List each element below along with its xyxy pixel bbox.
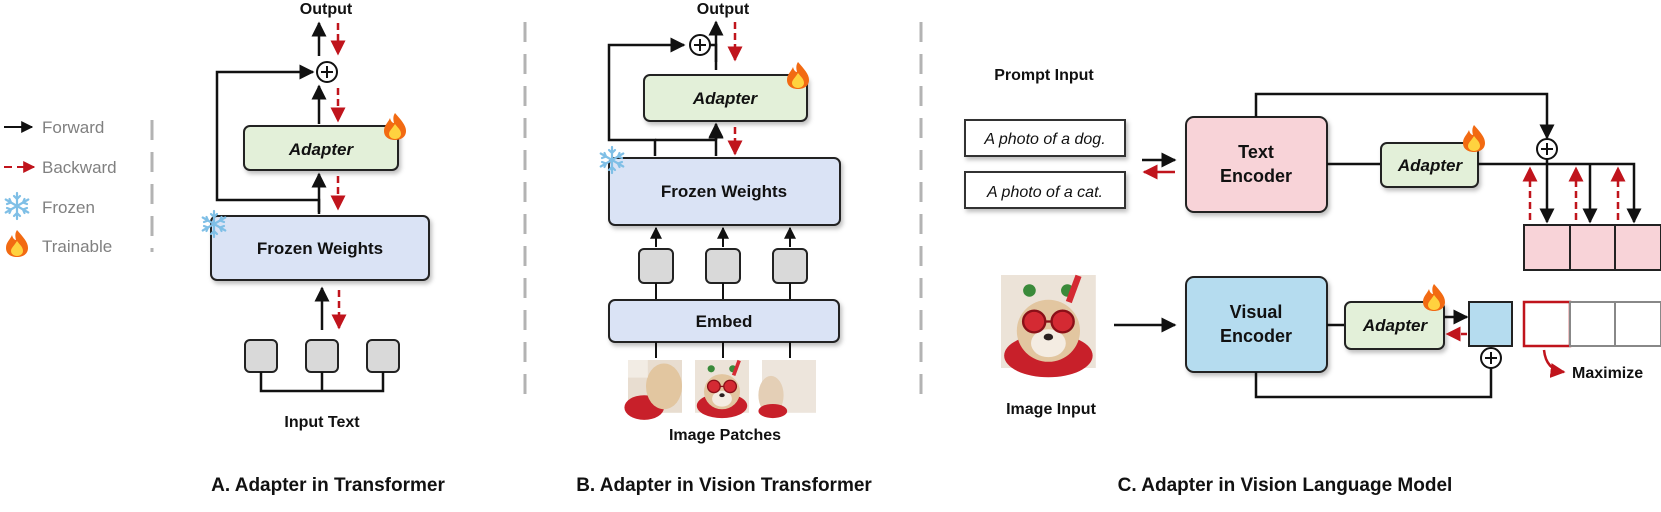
legend-backward: Backward bbox=[4, 158, 117, 177]
panel-a: Output Adapter Frozen Weights bbox=[201, 1, 445, 496]
legend-trainable: Trainable bbox=[6, 230, 112, 257]
logit bbox=[1569, 301, 1616, 347]
logit bbox=[1614, 301, 1661, 347]
skip-connection bbox=[1254, 92, 1555, 140]
image-patch bbox=[758, 360, 816, 419]
text-feature bbox=[1569, 224, 1616, 271]
prompt-1: A photo of a dog. bbox=[983, 131, 1105, 148]
maximize-arrow bbox=[1542, 349, 1566, 378]
skip-connection bbox=[1254, 368, 1493, 399]
prompt-2: A photo of a cat. bbox=[986, 184, 1103, 201]
text-adapter-label: Adapter bbox=[1397, 156, 1464, 175]
patch-token bbox=[638, 248, 674, 284]
input-token bbox=[244, 339, 278, 373]
embed-label: Embed bbox=[696, 312, 753, 331]
patch-token bbox=[772, 248, 808, 284]
legend-frozen: Frozen bbox=[4, 191, 95, 221]
visual-encoder-label: Encoder bbox=[1220, 326, 1292, 346]
maximize-label: Maximize bbox=[1572, 365, 1643, 382]
fire-icon bbox=[384, 113, 406, 140]
adapter-box bbox=[643, 74, 808, 122]
text-encoder-label: Encoder bbox=[1220, 166, 1292, 186]
logit-selected bbox=[1522, 300, 1572, 348]
text-feature bbox=[1523, 224, 1571, 271]
panel-b-caption: B. Adapter in Vision Transformer bbox=[576, 475, 872, 496]
sum-node-icon bbox=[316, 61, 338, 83]
prompt-input-label: Prompt Input bbox=[994, 67, 1094, 84]
visual-encoder-label: Visual bbox=[1230, 302, 1283, 322]
panel-c-caption: C. Adapter in Vision Language Model bbox=[1118, 475, 1453, 496]
frozen-weights-label: Frozen Weights bbox=[257, 239, 383, 258]
patch-token bbox=[705, 248, 741, 284]
adapter-box bbox=[243, 125, 399, 171]
frozen-weights-box bbox=[608, 157, 841, 226]
panel-a-output-label: Output bbox=[300, 1, 353, 18]
image-patch bbox=[694, 359, 750, 419]
panel-b: Output Adapter Frozen Weights bbox=[576, 1, 872, 496]
sum-node-icon bbox=[689, 34, 711, 56]
legend-forward: Forward bbox=[4, 118, 104, 137]
legend-forward-label: Forward bbox=[42, 118, 104, 137]
sum-node-icon bbox=[1480, 347, 1502, 369]
text-feature bbox=[1614, 224, 1661, 271]
panel-a-input-label: Input Text bbox=[284, 414, 360, 431]
adapter-label: Adapter bbox=[692, 89, 759, 108]
legend: Forward Backward Frozen Trainable bbox=[4, 118, 117, 257]
frozen-weights-label: Frozen Weights bbox=[661, 182, 787, 201]
input-token bbox=[366, 339, 400, 373]
prompt-box bbox=[964, 119, 1126, 157]
fire-icon bbox=[787, 62, 809, 89]
fire-icon bbox=[1463, 125, 1485, 152]
panel-b-input-label: Image Patches bbox=[669, 427, 781, 444]
image-patch bbox=[624, 360, 682, 420]
dog-image bbox=[999, 273, 1097, 379]
panel-a-caption: A. Adapter in Transformer bbox=[211, 475, 445, 496]
skip-connection bbox=[607, 37, 686, 156]
legend-trainable-label: Trainable bbox=[42, 237, 112, 256]
sum-node-icon bbox=[1536, 138, 1558, 160]
legend-frozen-label: Frozen bbox=[42, 198, 95, 217]
visual-adapter-box bbox=[1344, 301, 1445, 350]
prompt-box bbox=[964, 171, 1126, 209]
image-input-label: Image Input bbox=[1006, 401, 1096, 418]
input-token bbox=[305, 339, 339, 373]
text-encoder-box bbox=[1185, 116, 1328, 213]
panel-c: Prompt Input A photo of a dog. A photo o… bbox=[964, 67, 1661, 496]
image-feature bbox=[1468, 301, 1513, 347]
token-connector bbox=[259, 372, 385, 393]
frozen-weights-box bbox=[210, 215, 430, 281]
text-encoder-label: Text bbox=[1238, 142, 1274, 162]
visual-adapter-label: Adapter bbox=[1362, 316, 1429, 335]
visual-encoder-box bbox=[1185, 276, 1328, 373]
adapter-label: Adapter bbox=[288, 140, 355, 159]
fire-icon bbox=[6, 230, 28, 257]
snowflake-icon bbox=[4, 191, 30, 221]
panel-b-output-label: Output bbox=[697, 1, 750, 18]
fire-icon bbox=[1423, 284, 1445, 311]
legend-backward-label: Backward bbox=[42, 158, 117, 177]
